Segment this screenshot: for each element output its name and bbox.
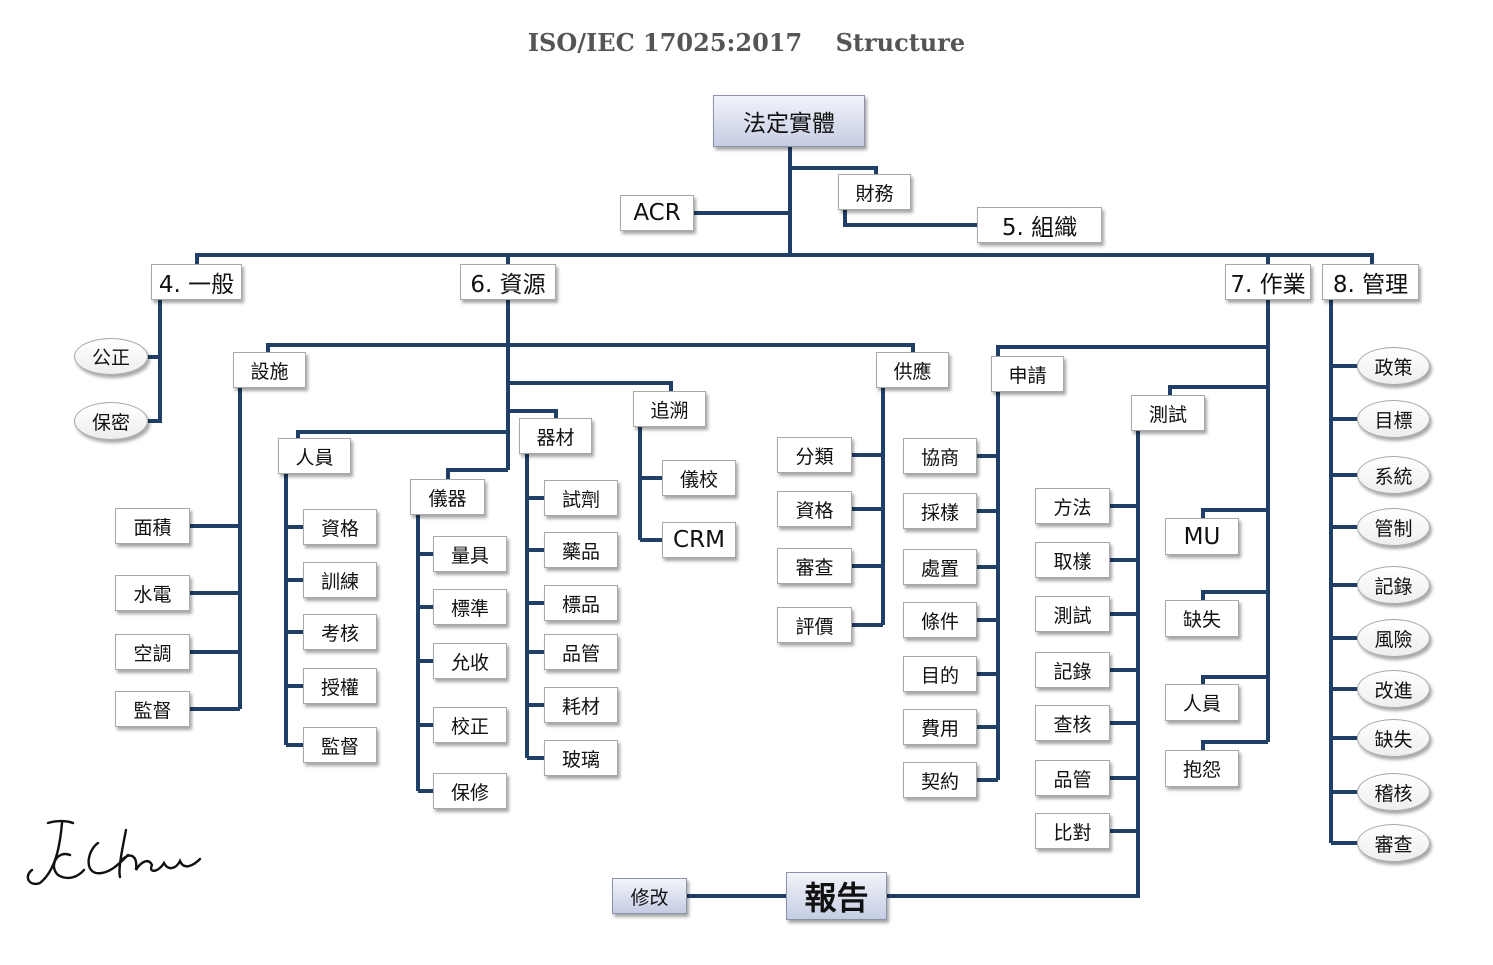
connector-line <box>1168 385 1268 395</box>
personnel-item[interactable]: 訓練 <box>303 562 377 598</box>
organization-node[interactable]: 5. 組織 <box>977 207 1102 243</box>
complaints-node[interactable]: 抱怨 <box>1165 750 1239 787</box>
nonconformity-node[interactable]: 缺失 <box>1165 600 1239 637</box>
testing-item[interactable]: 方法 <box>1035 488 1110 524</box>
testing-item[interactable]: 比對 <box>1035 813 1110 849</box>
connector-line <box>996 345 1268 356</box>
facilities-item[interactable]: 監督 <box>115 691 190 727</box>
finance-node[interactable]: 財務 <box>838 174 911 210</box>
operations-node[interactable]: 7. 作業 <box>1225 264 1311 300</box>
root-node[interactable]: 法定實體 <box>713 95 865 147</box>
application-item[interactable]: 契約 <box>903 762 977 798</box>
testing-item[interactable]: 取樣 <box>1035 542 1110 578</box>
equipment-node[interactable]: 儀器 <box>410 479 485 515</box>
general-item[interactable]: 公正 <box>74 338 148 375</box>
management-item[interactable]: 缺失 <box>1357 719 1430 757</box>
connector-line <box>790 166 878 174</box>
personnel-item[interactable]: 授權 <box>303 668 377 704</box>
management-item[interactable]: 記錄 <box>1357 566 1430 604</box>
traceability-item[interactable]: 儀校 <box>662 460 736 496</box>
application-item[interactable]: 目的 <box>903 656 977 692</box>
supply-item[interactable]: 評價 <box>777 607 852 643</box>
connector-line <box>887 431 1140 898</box>
application-item[interactable]: 協商 <box>903 438 977 474</box>
resources-node[interactable]: 6. 資源 <box>460 264 556 300</box>
application-item[interactable]: 條件 <box>903 602 977 638</box>
personnel-item[interactable]: 考核 <box>303 614 377 650</box>
connector-line <box>1201 590 1268 600</box>
materials-node[interactable]: 器材 <box>519 418 592 454</box>
connector-line <box>296 430 508 438</box>
testing-node[interactable]: 測試 <box>1131 395 1205 431</box>
equipment-item[interactable]: 校正 <box>433 707 507 743</box>
materials-item[interactable]: 標品 <box>544 585 618 621</box>
connector-line <box>1201 675 1268 684</box>
general-node[interactable]: 4. 一般 <box>151 264 242 300</box>
facilities-item[interactable]: 面積 <box>115 508 190 544</box>
equipment-item[interactable]: 允收 <box>433 643 507 679</box>
management-item[interactable]: 系統 <box>1357 456 1430 494</box>
supply-item[interactable]: 資格 <box>777 491 852 527</box>
management-item[interactable]: 風險 <box>1357 619 1430 657</box>
signature <box>26 819 202 886</box>
supply-item[interactable]: 審查 <box>777 548 852 584</box>
equipment-item[interactable]: 保修 <box>433 773 507 809</box>
application-item[interactable]: 費用 <box>903 709 977 745</box>
traceability-node[interactable]: 追溯 <box>633 391 706 427</box>
connector-line <box>195 253 1374 264</box>
personnel-node[interactable]: 人員 <box>278 438 351 474</box>
general-item[interactable]: 保密 <box>74 402 148 440</box>
management-item[interactable]: 管制 <box>1357 508 1430 546</box>
management-item[interactable]: 審查 <box>1357 824 1430 862</box>
testing-item[interactable]: 記錄 <box>1035 652 1110 688</box>
materials-item[interactable]: 玻璃 <box>544 740 618 776</box>
testing-item[interactable]: 測試 <box>1035 596 1110 632</box>
materials-item[interactable]: 品管 <box>544 634 618 670</box>
management-item[interactable]: 政策 <box>1357 347 1430 385</box>
management-node[interactable]: 8. 管理 <box>1322 264 1419 300</box>
connector-line <box>843 210 977 227</box>
materials-item[interactable]: 藥品 <box>544 532 618 568</box>
facilities-item[interactable]: 空調 <box>115 634 190 670</box>
connector-line <box>446 468 508 479</box>
materials-item[interactable]: 耗材 <box>544 687 618 723</box>
personnel-item[interactable]: 資格 <box>303 509 377 545</box>
report-node[interactable]: 報告 <box>786 872 887 920</box>
management-item[interactable]: 目標 <box>1357 400 1430 438</box>
revise-node[interactable]: 修改 <box>612 878 687 914</box>
acr-node[interactable]: ACR <box>620 195 694 231</box>
application-item[interactable]: 採樣 <box>903 493 977 529</box>
diagram-title: ISO/IEC 17025:2017 Structure <box>527 28 966 57</box>
connector-line <box>148 357 162 423</box>
connector-line <box>508 409 558 418</box>
application-node[interactable]: 申請 <box>991 356 1064 392</box>
connector-line <box>1201 508 1268 518</box>
supply-item[interactable]: 分類 <box>777 437 852 473</box>
connector-line <box>508 381 673 391</box>
mu-node[interactable]: MU <box>1165 518 1239 555</box>
management-item[interactable]: 改進 <box>1357 670 1430 708</box>
supply-node[interactable]: 供應 <box>876 352 949 388</box>
connector-line <box>148 300 162 359</box>
materials-item[interactable]: 試劑 <box>544 480 618 516</box>
personnel-item[interactable]: 監督 <box>303 727 377 763</box>
equipment-item[interactable]: 標準 <box>433 589 507 625</box>
management-item[interactable]: 稽核 <box>1357 773 1430 811</box>
connector-line <box>1201 740 1268 750</box>
operations-personnel-node[interactable]: 人員 <box>1165 684 1239 721</box>
application-item[interactable]: 處置 <box>903 549 977 585</box>
facilities-item[interactable]: 水電 <box>115 575 190 611</box>
traceability-item[interactable]: CRM <box>662 522 736 558</box>
testing-item[interactable]: 品管 <box>1035 760 1110 796</box>
connector-line <box>266 343 915 352</box>
testing-item[interactable]: 查核 <box>1035 705 1110 741</box>
facilities-node[interactable]: 設施 <box>233 352 306 388</box>
equipment-item[interactable]: 量具 <box>433 536 507 572</box>
